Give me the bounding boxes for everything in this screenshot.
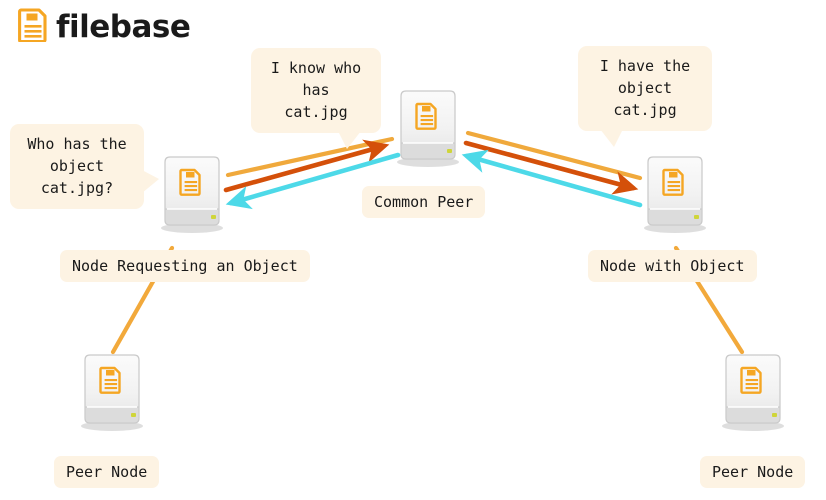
bubble-requester-question: Who has the object cat.jpg? [10,124,159,210]
label-peer-node-left: Peer Node [54,456,160,489]
label-peer-node-right: Peer Node [700,456,806,489]
wire-request-light-left [225,136,395,178]
peer-node-left-icon[interactable] [75,352,147,432]
bubble-line: I know who [270,59,362,77]
bubble-line: cat.jpg [284,102,348,121]
bubble-common-peer-answer: I know who has cat.jpg [251,48,381,150]
bubble-line: has [302,80,330,99]
wire-response-right [461,149,643,208]
node-requesting-icon[interactable] [155,154,229,236]
peer-node-right-icon[interactable] [716,352,788,432]
bubble-line: I have the [599,57,691,75]
label-common-peer: Common Peer [362,186,486,219]
bubble-line: Who has the [27,135,127,153]
bubble-tail [142,170,159,193]
bubble-tail [338,131,361,150]
label-node-requesting: Node Requesting an Object [60,250,310,283]
wire-request-left [223,139,390,193]
bubble-holder-answer: I have the object cat.jpg [578,46,712,148]
common-peer-icon[interactable] [391,88,465,170]
bubble-line: object [49,156,105,175]
node-with-object-icon[interactable] [638,154,712,236]
document-icon [18,8,48,46]
bubble-line: cat.jpg? [40,178,114,197]
bubble-tail [600,129,623,148]
wire-request-right [463,140,639,195]
wire-request-light-right [465,130,643,181]
brand-name: filebase [56,8,191,45]
bubble-line: object [617,78,673,97]
wire-response-left [225,152,401,210]
label-node-with-object: Node with Object [588,250,757,283]
brand-logo: filebase [18,8,191,46]
bubble-line: cat.jpg [613,100,677,119]
